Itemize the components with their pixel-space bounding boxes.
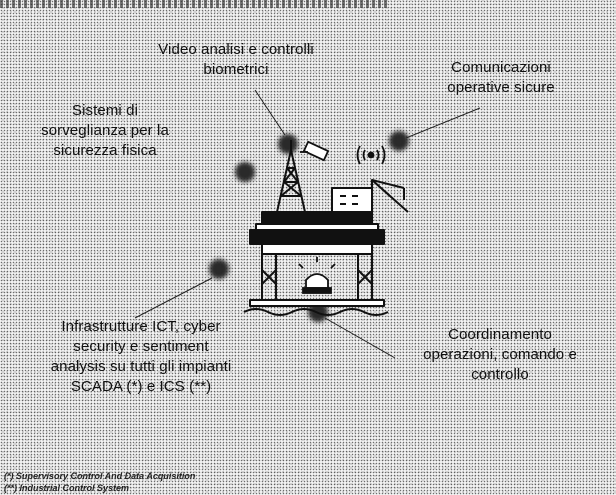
label-communications-line-1: Comunicazioni	[451, 59, 551, 76]
connector-communications	[405, 107, 481, 139]
footnote-scada: (*) Supervisory Control And Data Acquisi…	[4, 471, 196, 481]
label-coordination: Coordinamento operazioni, comando e cont…	[405, 325, 595, 385]
label-ict-infrastructure: Infrastrutture ICT, cyber security e sen…	[36, 317, 246, 397]
label-surveillance-line-3: sicurezza fisica	[53, 142, 157, 159]
label-coordination-line-1: Coordinamento	[448, 326, 552, 343]
label-video-line-1: Video analisi e controlli	[158, 41, 314, 58]
label-coordination-line-2: operazioni, comando e	[423, 346, 577, 363]
label-infrastructure-line-3: analysis su tutti gli impianti	[50, 358, 232, 375]
label-physical-surveillance: Sistemi di sorveglianza per la sicurezza…	[30, 101, 180, 161]
marker-dot-infrastructure	[209, 259, 229, 279]
label-surveillance-line-2: sorveglianza per la	[41, 122, 169, 139]
label-surveillance-line-1: Sistemi di	[71, 102, 139, 119]
label-video-line-2: biometrici	[203, 61, 269, 78]
connector-infrastructure	[134, 277, 213, 319]
alarm-light-icon	[298, 257, 336, 294]
marker-dot-communications	[389, 131, 409, 151]
marker-dot-surveillance	[235, 162, 255, 182]
connector-lines	[134, 89, 481, 359]
label-video-analysis: Video analisi e controlli biometrici	[136, 40, 336, 80]
connector-video	[254, 89, 286, 136]
label-secure-communications: Comunicazioni operative sicure	[426, 58, 576, 98]
top-decorative-strip	[0, 0, 390, 8]
label-infrastructure-line-1: Infrastrutture ICT, cyber	[61, 318, 221, 335]
connector-coordination	[324, 317, 396, 359]
label-coordination-line-3: controllo	[471, 366, 529, 383]
footnote-ics: (**) Industrial Control System	[4, 483, 130, 493]
label-infrastructure-line-2: security e sentiment	[73, 338, 209, 355]
marker-dot-video	[278, 134, 298, 154]
label-communications-line-2: operative sicure	[447, 79, 555, 96]
label-infrastructure-line-4: SCADA (*) e ICS (**)	[70, 378, 212, 395]
oil-platform-icon	[243, 140, 409, 316]
wireless-antenna-icon	[356, 145, 386, 165]
cctv-camera-icon	[300, 140, 330, 162]
